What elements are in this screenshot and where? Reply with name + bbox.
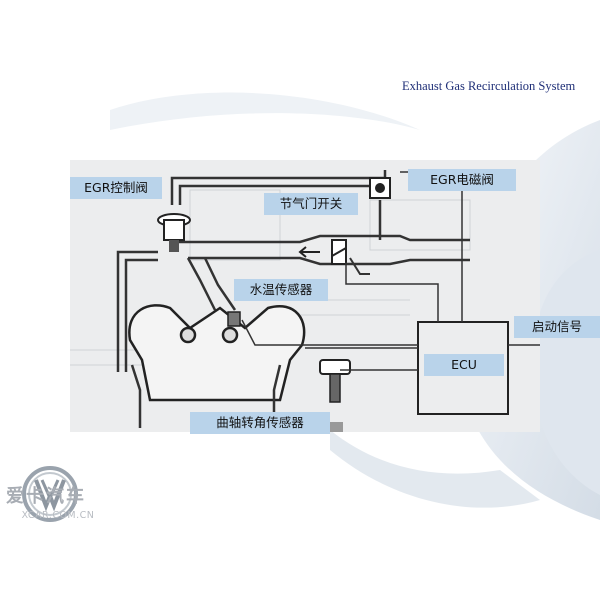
watermark-site: XCAR.COM.CN — [21, 510, 95, 521]
egr-solenoid-valve-label: EGR电磁阀 — [408, 169, 516, 191]
egr-solenoid-valve-shape — [369, 177, 391, 199]
egr-control-valve-label: EGR控制阀 — [70, 177, 162, 199]
throttle-valve-shape — [298, 239, 370, 275]
throttle-switch-label: 节气门开关 — [264, 193, 358, 215]
engine-block-shape — [128, 304, 306, 402]
egr-control-valve-shape — [157, 213, 191, 252]
coolant-temp-sensor-label: 水温传感器 — [234, 279, 328, 301]
ecu-label: ECU — [424, 354, 504, 376]
slide-title: Exhaust Gas Recirculation System — [402, 79, 576, 93]
start-signal-label: 启动信号 — [514, 316, 600, 338]
watermark-chars: 爱卡汽车 — [6, 486, 86, 507]
vw-logo — [22, 466, 78, 522]
crankshaft-sensor-label: 曲轴转角传感器 — [190, 412, 330, 434]
